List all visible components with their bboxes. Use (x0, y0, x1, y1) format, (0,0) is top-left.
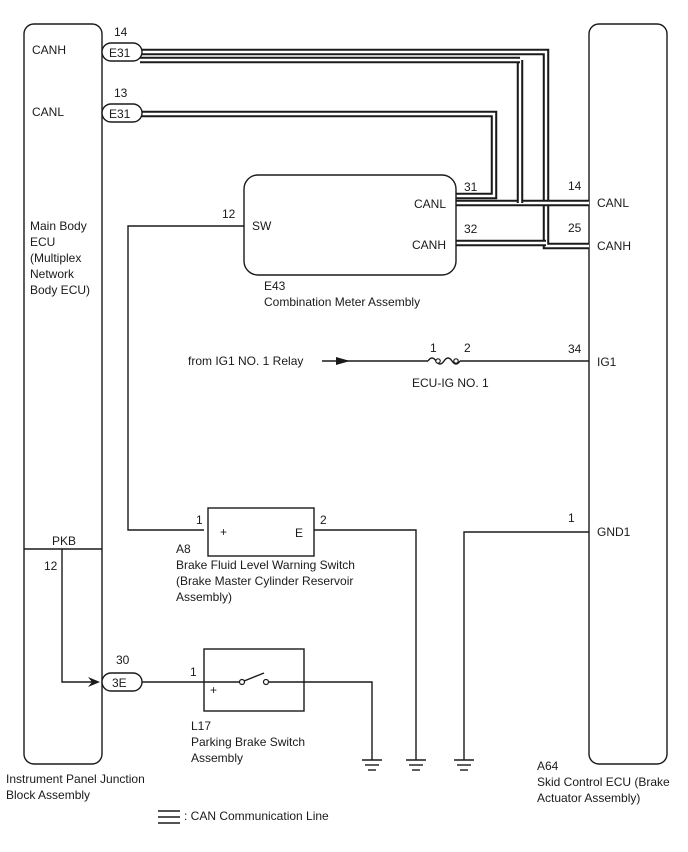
meter-canl-label: CANL (414, 197, 446, 211)
e31-canh-connector-label: E31 (109, 46, 131, 60)
brake-fluid-name-2: (Brake Master Cylinder Reservoir (176, 574, 353, 588)
ig-source-label: from IG1 NO. 1 Relay (188, 354, 303, 368)
meter-canh-pin: 32 (464, 222, 478, 236)
legend: : CAN Communication Line (158, 809, 329, 824)
parking-switch-lever-icon (243, 672, 265, 682)
skid-control-ecu: CANL 14 CANH 25 IG1 34 GND1 1 A64 Skid C… (537, 23, 670, 805)
main-body-ecu-title-4: Network (30, 267, 75, 281)
skid-ecu-name-1: Skid Control ECU (Brake (537, 775, 670, 789)
ground-symbol-2 (406, 759, 426, 771)
ground-symbol-1 (362, 759, 382, 771)
pkb-wire (61, 549, 94, 683)
parking-code: L17 (191, 719, 211, 733)
main-body-ecu: Main Body ECU (Multiplex Network Body EC… (6, 23, 145, 802)
parking-plus: + (210, 683, 217, 697)
brake-fluid-switch-box (207, 507, 315, 557)
parking-pin1: 1 (190, 665, 197, 679)
meter-canl-pin: 31 (464, 180, 478, 194)
skid-canl-label: CANL (597, 196, 629, 210)
ig-feed: from IG1 NO. 1 Relay 1 2 ECU-IG NO. 1 (188, 341, 589, 390)
main-body-ecu-title-2: ECU (30, 235, 55, 249)
e31-canl-connector (101, 103, 143, 123)
conn-3e-pin: 30 (116, 653, 130, 667)
brake-fluid-switch: + E 1 2 A8 Brake Fluid Level Warning Swi… (176, 507, 355, 604)
combination-meter-box (243, 174, 457, 276)
pkb-label: PKB (52, 534, 76, 548)
main-body-ecu-title-3: (Multiplex (30, 251, 81, 265)
brake-fluid-code: A8 (176, 542, 191, 556)
brake-fluid-e-label: E (295, 526, 303, 540)
junction-block-name-2: Block Assembly (6, 788, 90, 802)
brake-fluid-pin1: 1 (196, 513, 203, 527)
ig-feed-arrow-icon (336, 357, 350, 365)
legend-text: : CAN Communication Line (184, 809, 329, 823)
skid-ecu-box (588, 23, 668, 765)
parking-brake-switch-box (203, 648, 305, 712)
skid-canl-pin: 14 (568, 179, 582, 193)
main-body-ecu-title-1: Main Body (30, 219, 87, 233)
skid-ig1-label: IG1 (597, 355, 617, 369)
main-body-ecu-title-5: Body ECU) (30, 283, 90, 297)
skid-canh-pin: 25 (568, 221, 582, 235)
main-canh-label: CANH (32, 43, 66, 57)
skid-ig1-pin: 34 (568, 342, 582, 356)
gnd1-wire (463, 531, 589, 760)
ground-symbol-3 (454, 759, 474, 771)
brake-fluid-plus: + (220, 525, 227, 539)
can-lines (140, 48, 589, 250)
parking-ground-wire (304, 681, 373, 760)
fuse-pin-out: 2 (464, 341, 471, 355)
main-canl-label: CANL (32, 105, 64, 119)
meter-sw-label: SW (252, 219, 272, 233)
skid-canh-label: CANH (597, 239, 631, 253)
e31-connectors: E31 E31 (101, 42, 143, 123)
fuse-pin-in: 1 (430, 341, 437, 355)
pkb-arrow-icon (88, 677, 100, 687)
conn-3e-label: 3E (112, 676, 127, 690)
parking-switch-contact-icon (238, 678, 246, 686)
skid-gnd1-label: GND1 (597, 525, 631, 539)
meter-sw-pin: 12 (222, 207, 236, 221)
brake-fluid-name-3: Assembly) (176, 590, 232, 604)
skid-ecu-name-2: Actuator Assembly) (537, 791, 640, 805)
meter-name: Combination Meter Assembly (264, 295, 420, 309)
parking-brake-switch: 1 + L17 Parking Brake Switch Assembly (190, 648, 305, 765)
brake-fluid-ground-wire (314, 529, 417, 760)
sw-wire (127, 225, 244, 531)
fuse-label: ECU-IG NO. 1 (412, 376, 489, 390)
brake-fluid-name-1: Brake Fluid Level Warning Switch (176, 558, 355, 572)
pkb-pin: 12 (44, 559, 58, 573)
junction-block-name-1: Instrument Panel Junction (6, 772, 145, 786)
skid-gnd1-pin: 1 (568, 511, 575, 525)
e31-canl-connector-label: E31 (109, 107, 131, 121)
main-canh-pin: 14 (114, 25, 128, 39)
combination-meter: SW 12 CANL 31 CANH 32 E43 Combination Me… (222, 174, 478, 309)
e31-canh-connector (101, 42, 143, 62)
main-canl-pin: 13 (114, 86, 128, 100)
main-body-ecu-box (23, 23, 103, 765)
fuse-icon (427, 357, 461, 365)
conn-3e: 3E 30 (101, 653, 143, 692)
skid-ecu-code: A64 (537, 759, 559, 773)
parking-name-1: Parking Brake Switch (191, 735, 305, 749)
brake-fluid-pin2: 2 (320, 513, 327, 527)
meter-canh-label: CANH (412, 238, 446, 252)
meter-code: E43 (264, 279, 286, 293)
parking-name-2: Assembly (191, 751, 243, 765)
